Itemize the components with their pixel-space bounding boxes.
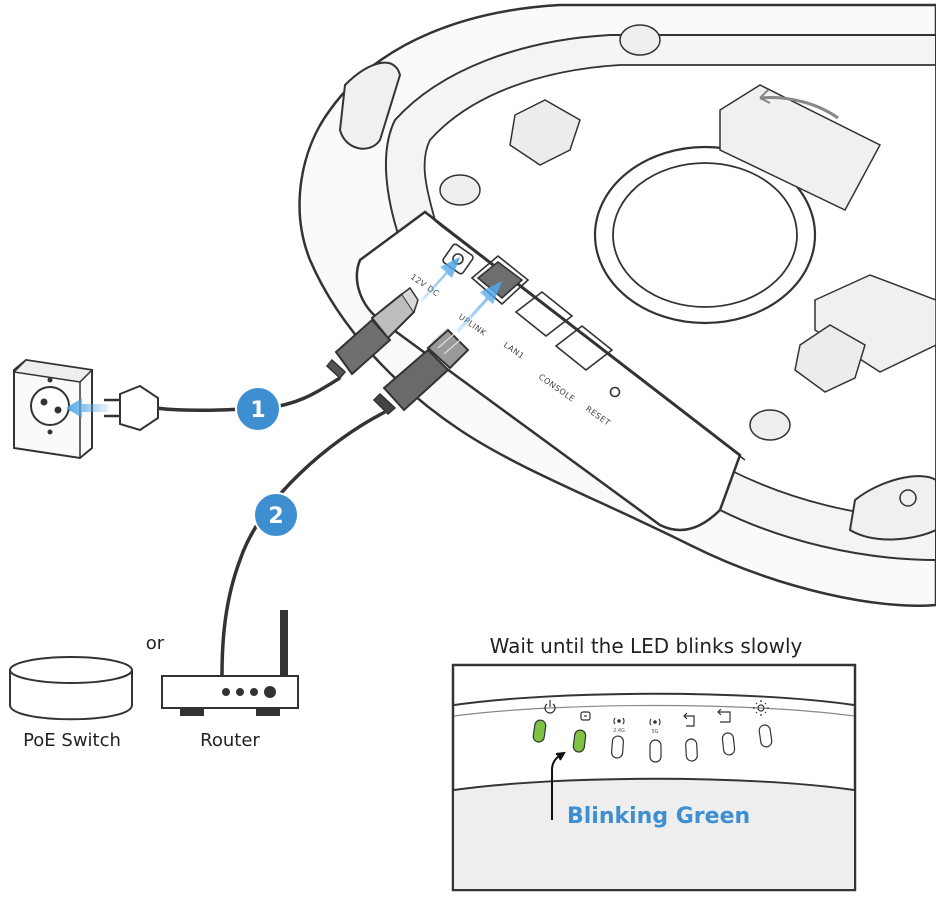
step-number-2: 2: [268, 504, 283, 529]
step-number-1: 1: [250, 398, 265, 423]
rj45-plug: [372, 327, 470, 416]
led-wifi-5g: [649, 739, 662, 763]
step-badge-2: 2: [253, 492, 299, 538]
console-port[interactable]: [554, 324, 614, 372]
router: [161, 610, 299, 716]
led-power: [532, 719, 547, 743]
lan1-port[interactable]: [514, 290, 574, 338]
wifi-24g-icon: [613, 717, 625, 725]
dc-plug: [325, 286, 419, 380]
blinking-green-label: Blinking Green: [567, 804, 750, 829]
insert-arrows: [420, 257, 502, 333]
blink-pointer-arrow: [551, 751, 566, 820]
led-system: [758, 724, 773, 748]
mesh-icon-2: [717, 708, 731, 723]
step-badge-1: 1: [235, 386, 281, 432]
poe-switch: [9, 656, 133, 721]
access-point-body: [298, 3, 936, 607]
uplink-icon: [580, 711, 591, 721]
router-label: Router: [200, 730, 260, 751]
led-wifi-24g: [611, 735, 624, 759]
power-plug: [104, 384, 159, 432]
led-caption: Wait until the LED blinks slowly: [490, 634, 803, 658]
wifi-5g-sublabel: 5G: [651, 729, 658, 735]
uplink-insert-arrow: [456, 281, 502, 333]
plug-insert-arrow: [66, 398, 108, 418]
wall-outlet: [12, 358, 94, 460]
reset-button[interactable]: [609, 386, 621, 398]
led-uplink: [572, 729, 587, 753]
led-mesh-1: [685, 738, 698, 762]
wifi-5g-icon: [649, 718, 661, 726]
or-label: or: [146, 633, 165, 654]
led-panel: 2.4G 5G Blinking Green: [451, 663, 857, 892]
power-icon: [544, 700, 556, 714]
ethernet-cable: [220, 327, 470, 676]
led-mesh-2: [721, 732, 736, 756]
dc-insert-arrow: [420, 257, 460, 303]
mesh-icon-1: [683, 712, 695, 727]
system-sun-icon: [753, 700, 769, 716]
poe-switch-label: PoE Switch: [23, 730, 121, 751]
wifi-24g-sublabel: 2.4G: [613, 728, 625, 734]
